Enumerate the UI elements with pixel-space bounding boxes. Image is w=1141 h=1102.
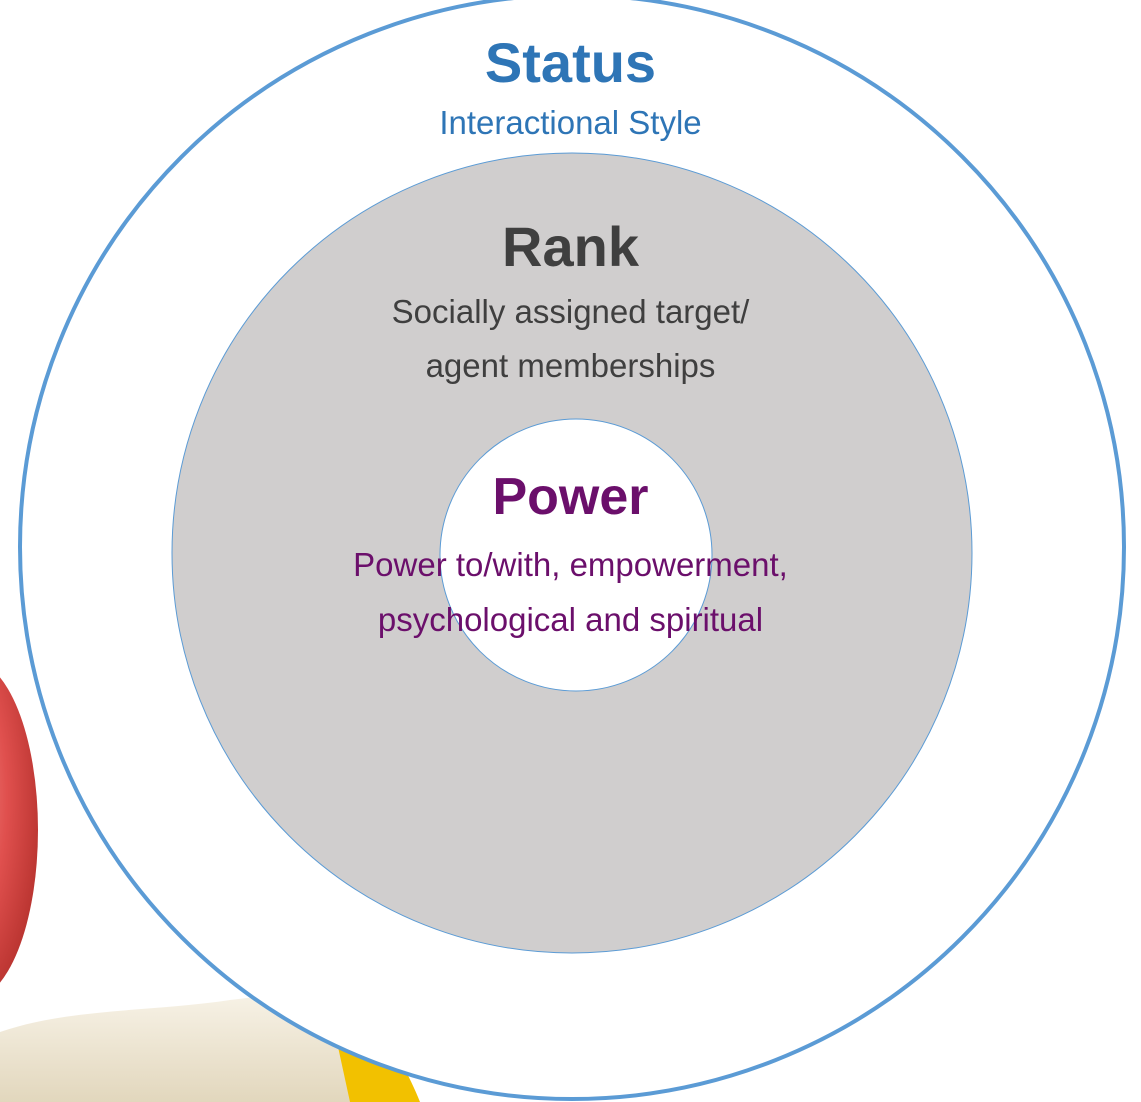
apple-shape (0, 677, 38, 983)
power-ring (439, 418, 713, 692)
fruit-slice-shape (0, 993, 380, 1102)
